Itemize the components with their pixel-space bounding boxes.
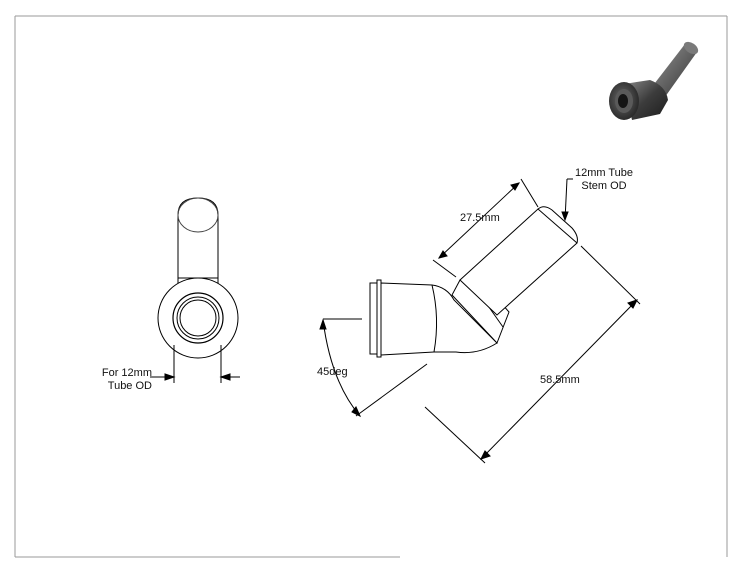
side-view — [323, 206, 578, 358]
dimension-angle — [319, 318, 428, 418]
dim-angle-label: 45deg — [317, 366, 348, 378]
tube-od-label: For 12mm Tube OD — [96, 367, 152, 393]
stem-od-line2: Stem OD — [581, 180, 627, 192]
dimension-overall-length — [424, 245, 641, 464]
tube-od-line2: Tube OD — [107, 380, 152, 392]
tube-od-line1: For 12mm — [101, 367, 152, 379]
dim-stem-length-label: 27.5mm — [460, 212, 500, 224]
leader-stem-od — [561, 178, 573, 222]
stem-od-label: 12mm Tube Stem OD — [570, 167, 638, 193]
iso-render-image — [609, 41, 699, 120]
stem-od-line1: 12mm Tube — [574, 167, 634, 179]
end-view — [150, 197, 240, 383]
dimension-stem-length — [432, 178, 539, 278]
sheet-border — [14, 15, 728, 558]
dim-overall-length-label: 58.5mm — [540, 374, 580, 386]
